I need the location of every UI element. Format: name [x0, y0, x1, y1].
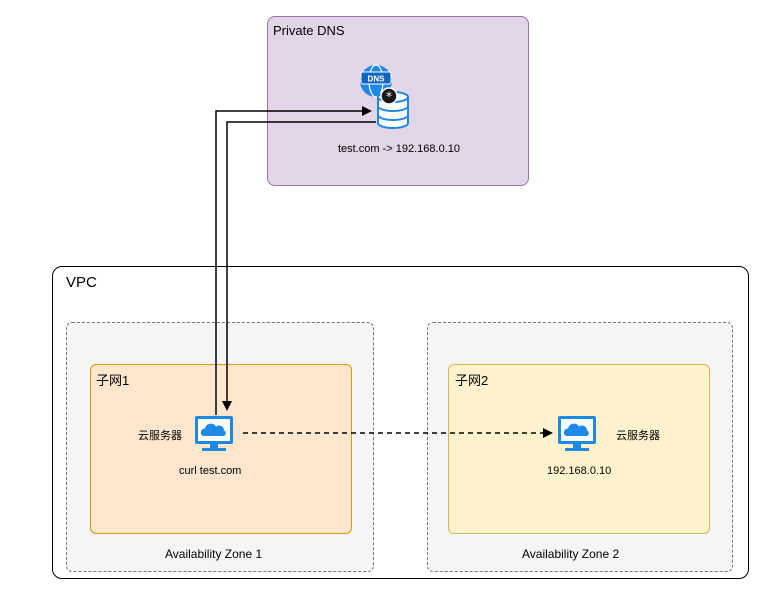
subnet-1-label: 子网1: [96, 373, 130, 388]
cloud-server-icon: [558, 416, 596, 451]
svg-text:DNS: DNS: [368, 75, 386, 84]
server-1-caption: curl test.com: [179, 465, 242, 477]
query-arrow: [215, 106, 372, 415]
svg-text:*: *: [386, 90, 392, 104]
zone-1-label: Availability Zone 1: [165, 547, 263, 561]
dns-database-icon: DNS *: [360, 64, 409, 129]
zone-2-label: Availability Zone 2: [522, 547, 620, 561]
response-arrow: [222, 121, 376, 411]
server-2-label: 云服务器: [616, 430, 660, 442]
server-1-label: 云服务器: [138, 430, 182, 442]
cloud-server-icon: [195, 416, 233, 451]
subnet-2-label: 子网2: [455, 373, 489, 388]
server-2-caption: 192.168.0.10: [547, 465, 612, 477]
dns-record: test.com -> 192.168.0.10: [338, 143, 460, 155]
vpc-title: VPC: [66, 274, 97, 291]
dns-title: Private DNS: [273, 23, 345, 38]
